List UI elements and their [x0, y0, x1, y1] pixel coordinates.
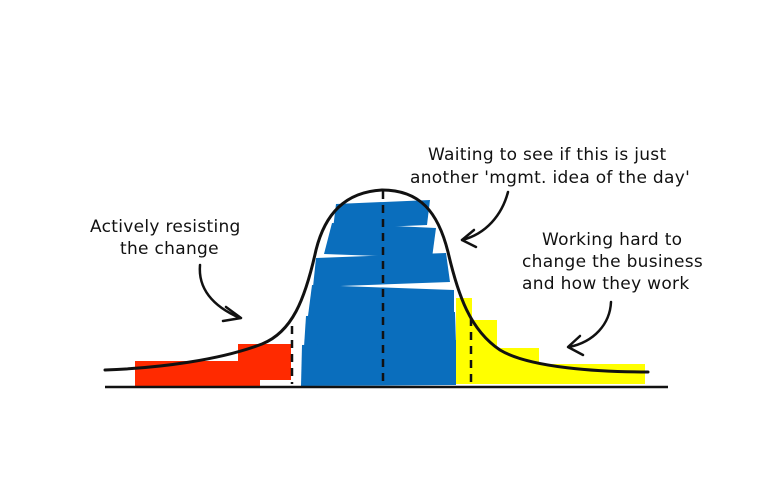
waiting-stroke-4 [308, 285, 454, 320]
waiting-label-line2: another 'mgmt. idea of the day' [410, 168, 690, 188]
arrow-working-shaft [567, 300, 613, 349]
working-label-line3: and how they work [522, 274, 689, 294]
waiting-stroke-2 [324, 223, 436, 258]
bell-curve [103, 188, 650, 374]
arrow-waiting-head [460, 228, 478, 249]
waiting-stroke-1 [333, 200, 430, 229]
waiting-label-line1: Waiting to see if this is just [428, 145, 666, 165]
working-label-line1: Working hard to [542, 230, 682, 250]
working-fill-4 [530, 364, 645, 384]
arrow-working [566, 300, 613, 357]
arrow-waiting [460, 190, 510, 249]
arrow-resisting-shaft [198, 263, 242, 320]
waiting-stroke-6 [301, 340, 456, 386]
arrow-working-head [566, 334, 585, 357]
waiting-stroke-3 [313, 253, 450, 287]
resisting-label-line2: the change [120, 239, 219, 259]
working-label-line2: change the business [522, 252, 703, 272]
working-fill-3 [456, 348, 539, 384]
resisting-label-line1: Actively resisting [90, 217, 241, 237]
arrow-resisting-head [221, 305, 243, 323]
waiting-region [301, 200, 456, 386]
arrow-waiting-shaft [460, 190, 510, 242]
arrow-resisting [198, 263, 243, 323]
waiting-stroke-5 [304, 312, 456, 347]
